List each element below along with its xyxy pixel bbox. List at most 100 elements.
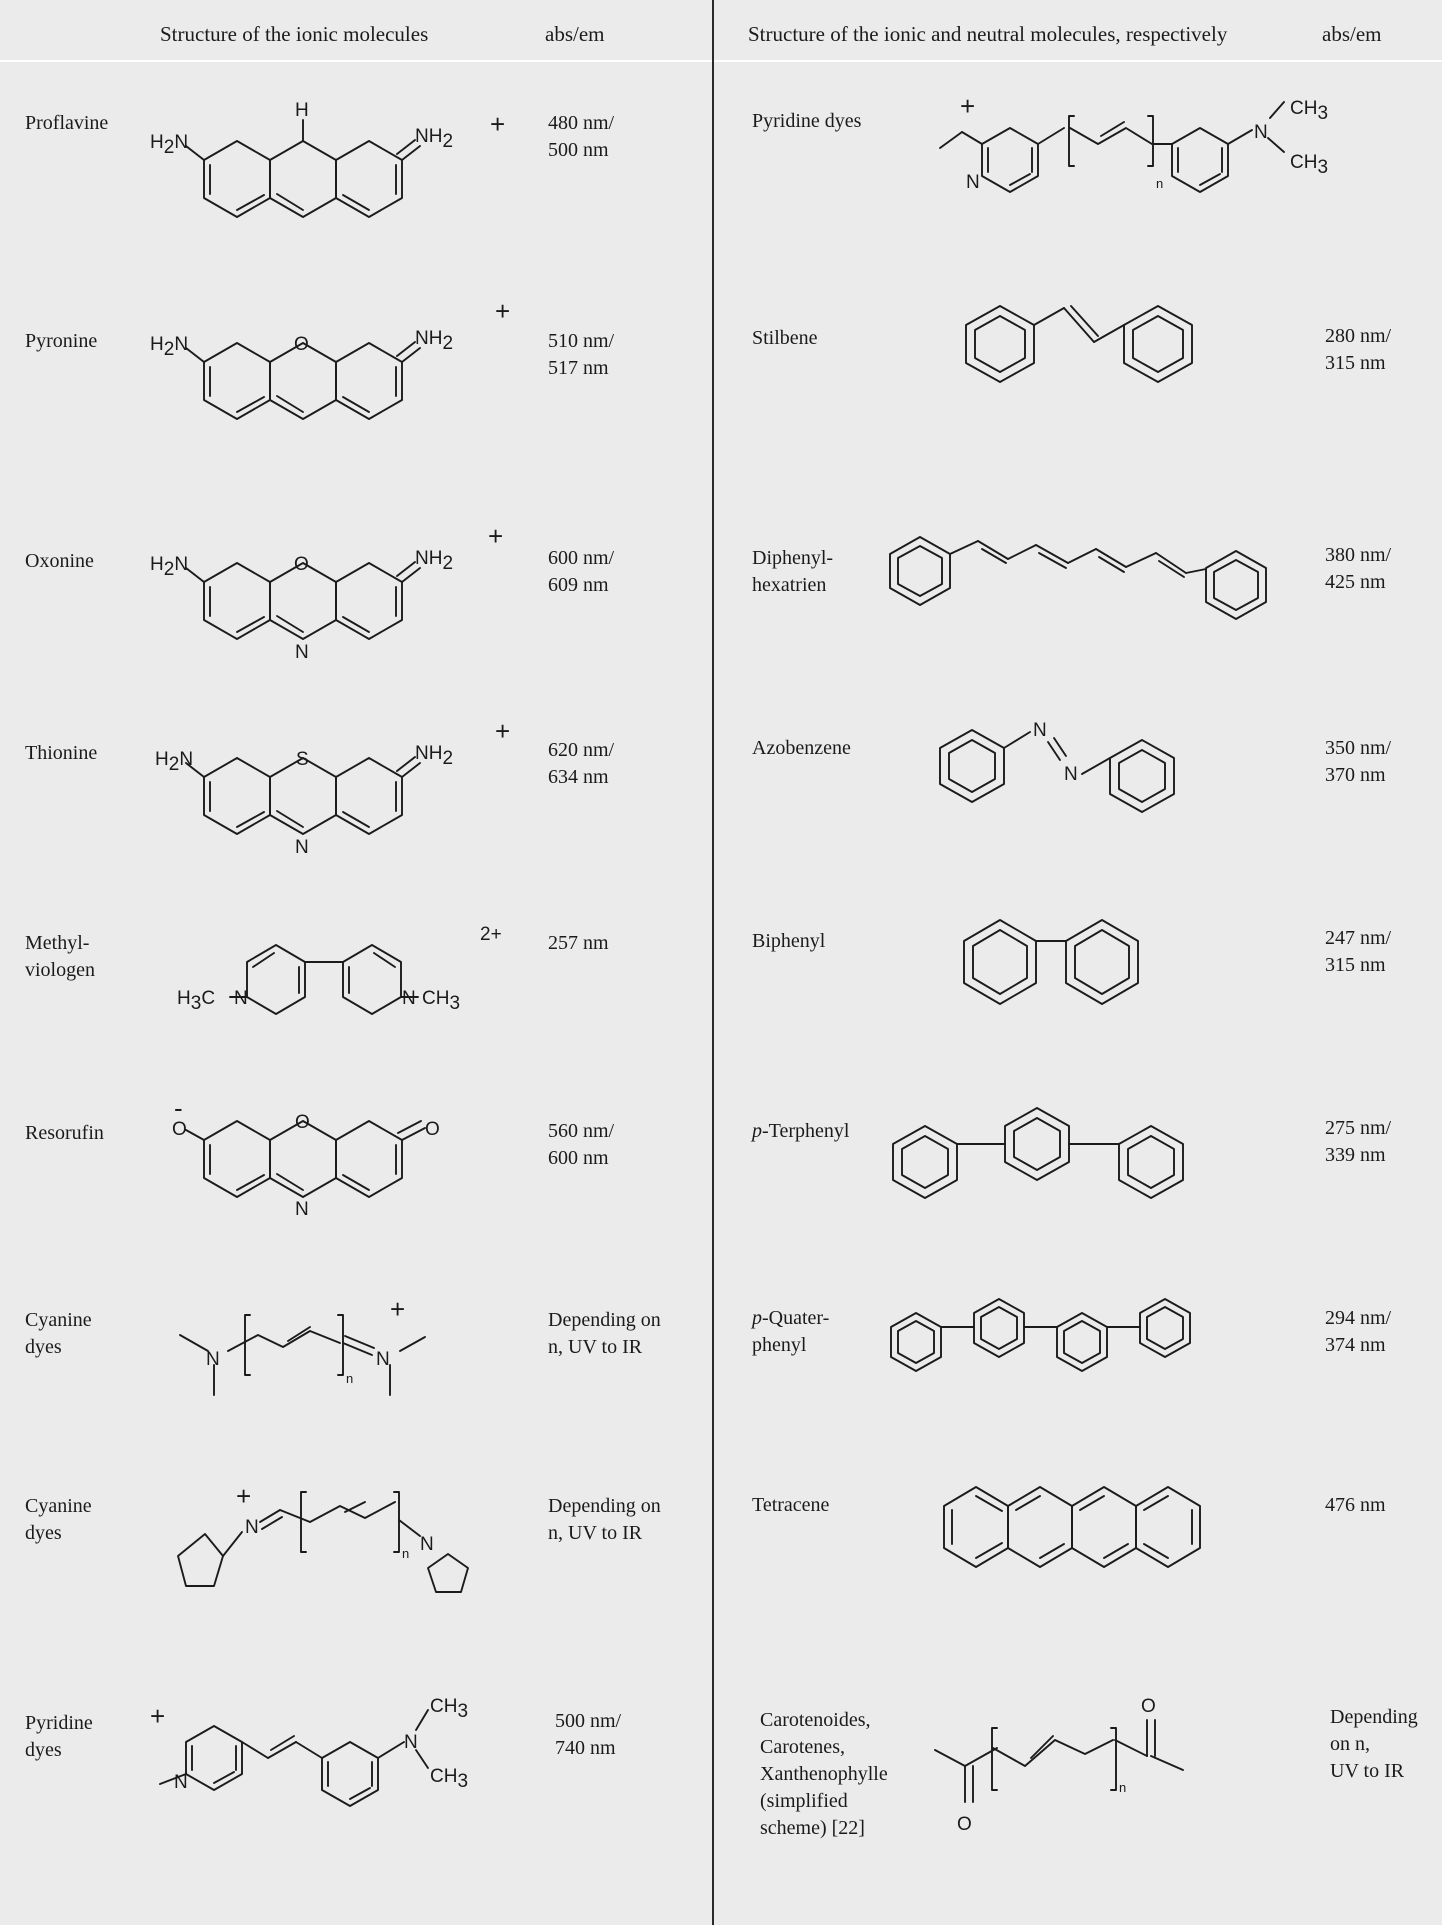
pyridine-right-structure: n N N CH3 CH3 + — [939, 91, 1328, 193]
pyridine-right-charge: + — [960, 91, 975, 121]
azobenzene-n1: N — [1033, 720, 1047, 741]
p-prefix: p — [752, 1120, 762, 1142]
left-name-cyanine-1: Cyanine dyes — [25, 1309, 92, 1358]
quaterphenyl-text: -Quater- phenyl — [752, 1307, 830, 1356]
proflavine-h2n: H2N — [150, 132, 188, 158]
left-value-cyanine-2: Depending on n, UV to IR — [548, 1495, 661, 1544]
oxonine-o: O — [294, 554, 309, 575]
biphenyl-structure — [963, 919, 1139, 1005]
thionine-n: N — [295, 837, 309, 858]
methylviologen-charge: 2+ — [480, 924, 502, 945]
right-value-diphenylhexatrien: 380 nm/ 425 nm — [1325, 544, 1392, 593]
resorufin-n: N — [295, 1199, 309, 1220]
p-prefix: p — [752, 1307, 762, 1329]
carotenoides-o-top: O — [1141, 1696, 1156, 1717]
left-value-oxonine: 600 nm/ 609 nm — [548, 547, 615, 596]
left-name-pyronine: Pyronine — [25, 330, 98, 352]
methylviologen-n1: N — [234, 988, 248, 1009]
pyridine-left-ch3-bottom: CH3 — [430, 1766, 468, 1792]
right-value-azobenzene: 350 nm/ 370 nm — [1325, 737, 1392, 786]
resorufin-structure: O N O O - — [172, 1093, 440, 1220]
pyridine-left-ch3-top: CH3 — [430, 1696, 468, 1722]
thionine-charge: + — [495, 716, 510, 746]
left-absem-header: abs/em — [545, 22, 605, 46]
right-name-tetracene: Tetracene — [752, 1494, 830, 1516]
left-name-oxonine: Oxonine — [25, 550, 94, 572]
thionine-nh2: NH2 — [415, 743, 453, 769]
pyronine-h2n: H2N — [150, 334, 188, 360]
p-terphenyl-structure — [892, 1107, 1184, 1199]
thionine-s: S — [296, 749, 309, 770]
resorufin-o-right: O — [425, 1119, 440, 1140]
pyridine-left-n: N — [174, 1772, 188, 1793]
oxonine-structure: O N H2N NH2 + — [150, 521, 503, 663]
pyridine-left-structure: N N CH3 CH3 + — [150, 1696, 468, 1807]
right-name-p-quaterphenyl: p-Quater- phenyl — [752, 1305, 829, 1359]
thionine-h2n: H2N — [155, 749, 193, 775]
pyridine-left-charge: + — [150, 1701, 165, 1731]
right-name-diphenylhexatrien: Diphenyl- hexatrien — [752, 547, 834, 596]
left-value-thionine: 620 nm/ 634 nm — [548, 739, 615, 788]
right-name-p-terphenyl: p-Terphenyl — [752, 1118, 849, 1145]
cyanine-1-charge: + — [390, 1294, 405, 1324]
left-value-cyanine-1: Depending on n, UV to IR — [548, 1309, 661, 1358]
right-name-biphenyl: Biphenyl — [752, 930, 826, 952]
pyronine-structure: O H2N NH2 + — [150, 296, 510, 420]
left-value-pyridine: 500 nm/ 740 nm — [555, 1710, 622, 1759]
cyanine-2-n-left: N — [245, 1517, 259, 1538]
methylviologen-h3c: H3C — [177, 988, 215, 1014]
right-value-tetracene: 476 nm — [1325, 1494, 1386, 1516]
right-value-biphenyl: 247 nm/ 315 nm — [1325, 927, 1392, 976]
right-structure-header: Structure of the ionic and neutral molec… — [748, 22, 1228, 46]
resorufin-o-left: O — [172, 1119, 187, 1140]
proflavine-charge: + — [490, 109, 505, 139]
methylviologen-structure: H3C N N CH3 2+ — [177, 924, 502, 1015]
left-name-resorufin: Resorufin — [25, 1122, 104, 1144]
left-name-thionine: Thionine — [25, 742, 98, 764]
p-quaterphenyl-structure — [890, 1298, 1191, 1372]
stilbene-structure — [965, 305, 1193, 383]
column-divider — [712, 0, 714, 1925]
pyronine-charge: + — [495, 296, 510, 326]
left-value-pyronine: 510 nm/ 517 nm — [548, 330, 615, 379]
oxonine-n: N — [295, 642, 309, 663]
right-absem-header: abs/em — [1322, 22, 1382, 46]
resorufin-o-ring: O — [295, 1112, 310, 1133]
azobenzene-n2: N — [1064, 764, 1078, 785]
pyronine-nh2: NH2 — [415, 328, 453, 354]
left-name-methylviologen: Methyl- viologen — [25, 932, 95, 981]
oxonine-h2n: H2N — [150, 554, 188, 580]
cyanine-1-subscript-n: n — [346, 1371, 353, 1386]
carotenoides-subscript-n: n — [1119, 1780, 1126, 1795]
right-value-stilbene: 280 nm/ 315 nm — [1325, 325, 1392, 374]
pyridine-right-ch3-top: CH3 — [1290, 98, 1328, 124]
header-rule — [0, 60, 1442, 62]
cyanine-1-n-left: N — [206, 1349, 220, 1370]
oxonine-nh2: NH2 — [415, 548, 453, 574]
resorufin-charge: - — [174, 1093, 183, 1123]
proflavine-structure: H H2N NH2 + — [150, 100, 505, 218]
carotenoides-o-bottom: O — [957, 1814, 972, 1835]
methylviologen-n2: N — [402, 988, 416, 1009]
left-value-methylviologen: 257 nm — [548, 932, 609, 954]
methylviologen-ch3: CH3 — [422, 988, 460, 1014]
right-value-p-terphenyl: 275 nm/ 339 nm — [1325, 1117, 1392, 1166]
right-name-pyridine: Pyridine dyes — [752, 110, 862, 132]
right-name-carotenoides: Carotenoides, Carotenes, Xanthenophylle … — [760, 1709, 888, 1839]
left-value-resorufin: 560 nm/ 600 nm — [548, 1120, 615, 1169]
right-name-azobenzene: Azobenzene — [752, 737, 851, 759]
cyanine-2-structure: N n N + — [177, 1481, 469, 1593]
right-value-carotenoides: Depending on n, UV to IR — [1330, 1706, 1418, 1782]
oxonine-charge: + — [488, 521, 503, 551]
right-name-stilbene: Stilbene — [752, 327, 818, 349]
proflavine-h: H — [295, 100, 309, 121]
left-name-cyanine-2: Cyanine dyes — [25, 1495, 92, 1544]
carotenoides-structure: n O O — [934, 1696, 1184, 1835]
pyridine-left-n-amine: N — [404, 1732, 418, 1753]
pyridine-right-ch3-bottom: CH3 — [1290, 152, 1328, 178]
left-name-pyridine: Pyridine dyes — [25, 1712, 93, 1761]
pyridine-right-subscript-n: n — [1156, 176, 1163, 191]
cyanine-2-charge: + — [236, 1481, 251, 1511]
cyanine-2-n-right: N — [420, 1534, 434, 1555]
